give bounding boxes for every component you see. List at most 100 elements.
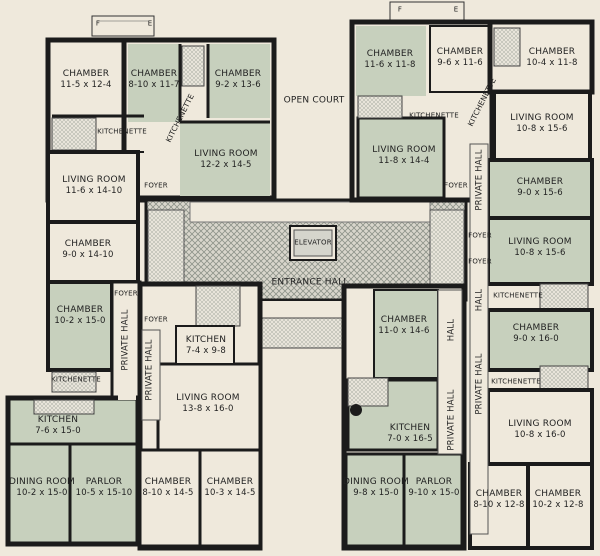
- room-name: KITCHEN: [37, 415, 79, 425]
- right-wing-column: [468, 143, 594, 550]
- window-marks: [46, 59, 594, 421]
- room-dim: 12-2 x 14-5: [200, 160, 252, 170]
- l-foyer-label: FOYER: [114, 289, 138, 298]
- room-dim: 10-2 x 15-0: [16, 488, 68, 498]
- tl-foyer-label: FOYER: [144, 181, 168, 190]
- room-dim: 7-4 x 9-8: [185, 346, 226, 356]
- room-name: DINING ROOM: [343, 477, 409, 487]
- room-name: CHAMBER: [436, 47, 484, 57]
- room-dim: 10-2 x 12-8: [532, 500, 584, 510]
- room-dim: 10-4 x 11-8: [526, 58, 578, 68]
- m-hall-label: HALL: [446, 318, 457, 342]
- room-name: DINING ROOM: [9, 477, 75, 487]
- room-name: CHAMBER: [64, 239, 112, 249]
- room-name: KITCHEN: [389, 423, 431, 433]
- room-name: LIVING ROOM: [372, 145, 436, 155]
- room-name: CHAMBER: [56, 305, 104, 315]
- room-dim: 9-6 x 11-6: [437, 58, 483, 68]
- room-dim: 11-8 x 14-4: [378, 156, 430, 166]
- tr-foyer-label: FOYER: [444, 181, 468, 190]
- center-left-apartment: [137, 281, 263, 551]
- room-dim: 9-8 x 15-0: [353, 488, 399, 498]
- room-dim: 10-8 x 15-6: [516, 124, 568, 134]
- room-name: LIVING ROOM: [176, 393, 240, 403]
- m-private-label: PRIVATE HALL: [446, 389, 457, 451]
- room-name: CHAMBER: [516, 177, 564, 187]
- room-dim: 8-10 x 11-7: [128, 80, 180, 90]
- room-name: LIVING ROOM: [508, 237, 572, 247]
- room-dim: 10-3 x 14-5: [204, 488, 256, 498]
- room-dim: 11-0 x 14-6: [378, 326, 430, 336]
- room-name: CHAMBER: [62, 69, 110, 79]
- room-dim: 8-10 x 14-5: [142, 488, 194, 498]
- c-private-hall-label: PRIVATE HALL: [144, 339, 155, 401]
- room-dim: 10-8 x 16-0: [514, 430, 566, 440]
- center-right-apartment: [341, 283, 467, 551]
- room-dim: 13-8 x 16-0: [182, 404, 234, 414]
- room-name: LIVING ROOM: [194, 149, 258, 159]
- r-kitchenette-label: KITCHENETTE: [493, 291, 543, 300]
- right-wing-top: [349, 19, 595, 203]
- room-dim: 10-8 x 15-6: [514, 248, 566, 258]
- room-name: PARLOR: [85, 477, 123, 487]
- r-hall-label: HALL: [474, 288, 485, 312]
- room-name: KITCHEN: [185, 335, 227, 345]
- room-dim: 11-5 x 12-4: [60, 80, 112, 90]
- l-kitchenette-label: KITCHENETTE: [97, 127, 147, 136]
- room-dim: 8-10 x 12-8: [473, 500, 525, 510]
- r-foyer-label-2: FOYER: [468, 257, 492, 266]
- room-name: CHAMBER: [214, 69, 262, 79]
- r-private-hall-label: PRIVATE HALL: [474, 149, 485, 211]
- room-dim: 7-6 x 15-0: [35, 426, 81, 436]
- l-private-hall-label: PRIVATE HALL: [120, 309, 131, 371]
- room-dim: 9-0 x 14-10: [62, 250, 114, 260]
- room-name: PARLOR: [415, 477, 453, 487]
- entrance-hall-label: ENTRANCE HALL: [271, 277, 349, 288]
- room-name: CHAMBER: [475, 489, 523, 499]
- c-foyer-label: FOYER: [144, 315, 168, 324]
- elevator-label: ELEVATOR: [294, 238, 332, 247]
- room-name: LIVING ROOM: [508, 419, 572, 429]
- room-name: CHAMBER: [512, 323, 560, 333]
- room-name: CHAMBER: [206, 477, 254, 487]
- room-dim: 9-10 x 15-0: [408, 488, 460, 498]
- room-name: CHAMBER: [534, 489, 582, 499]
- r-kitchenette-label-2: KITCHENETTE: [491, 377, 541, 386]
- r-foyer-label: FOYER: [468, 231, 492, 240]
- fire-escape-e-label-right: E: [453, 5, 459, 14]
- room-dim: 11-6 x 11-8: [364, 60, 416, 70]
- left-wing: [5, 37, 277, 547]
- fire-escape-left: [91, 15, 155, 37]
- room-name: CHAMBER: [380, 315, 428, 325]
- room-name: LIVING ROOM: [62, 175, 126, 185]
- room-dim: 10-5 x 15-10: [75, 488, 133, 498]
- fire-escape-f-label-right: F: [397, 5, 403, 14]
- room-name: CHAMBER: [528, 47, 576, 57]
